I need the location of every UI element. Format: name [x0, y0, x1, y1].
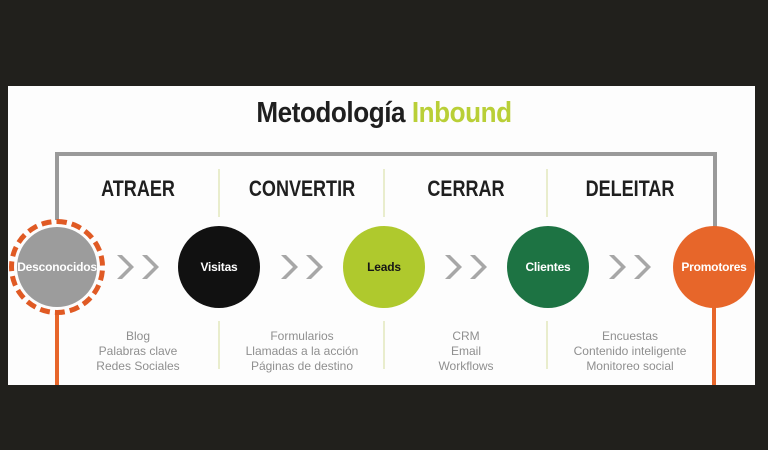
chevron-group-3 — [444, 254, 488, 280]
list-item: Contenido inteligente — [573, 344, 687, 358]
stage-divider — [218, 321, 220, 369]
stage-divider — [383, 321, 385, 369]
chevron-right-icon — [142, 255, 159, 279]
chevron-right-icon — [634, 255, 651, 279]
chevron-group-2 — [280, 254, 324, 280]
page-title: Metodología Inbound — [38, 97, 729, 130]
stage-items-atraer: Blog Palabras clave Redes Sociales — [43, 329, 233, 374]
chevron-right-icon — [306, 255, 323, 279]
node-leads: Leads — [343, 226, 425, 308]
chevron-group-4 — [608, 254, 652, 280]
funnel-line-left — [55, 313, 59, 385]
list-item: Blog — [125, 329, 151, 343]
stage-items-convertir: Formularios Llamadas a la acción Páginas… — [207, 329, 397, 374]
title-main: Metodología — [256, 97, 406, 129]
node-desconocidos: Desconocidos — [17, 227, 97, 307]
stage-divider — [218, 169, 220, 217]
node-promotores: Promotores — [673, 226, 755, 308]
chevron-right-icon — [445, 255, 462, 279]
stage-label-atraer: ATRAER — [101, 176, 175, 201]
bracket-top-line — [55, 152, 717, 156]
list-item: Páginas de destino — [250, 359, 354, 373]
list-item: Redes Sociales — [96, 359, 180, 373]
node-clientes: Clientes — [507, 226, 589, 308]
node-label: Visitas — [200, 260, 238, 274]
node-label: Promotores — [681, 260, 747, 274]
list-item: Workflows — [438, 359, 494, 373]
chevron-group-1 — [116, 254, 160, 280]
list-item: Llamadas a la acción — [245, 344, 359, 358]
stage-items-deleitar: Encuestas Contenido inteligente Monitore… — [535, 329, 725, 374]
list-item: Monitoreo social — [586, 359, 674, 373]
stage-divider — [546, 321, 548, 369]
node-label: Desconocidos — [17, 260, 97, 274]
list-item: Email — [450, 344, 481, 358]
chevron-right-icon — [609, 255, 626, 279]
title-accent: Inbound — [411, 97, 512, 129]
stage-label-deleitar: DELEITAR — [585, 176, 675, 201]
list-item: Formularios — [270, 329, 334, 343]
chevron-right-icon — [117, 255, 134, 279]
stage-label-convertir: CONVERTIR — [248, 176, 356, 201]
bracket-right-line — [713, 152, 717, 230]
bracket-left-line — [55, 152, 59, 220]
chevron-right-icon — [470, 255, 487, 279]
stage-divider — [546, 169, 548, 217]
list-item: CRM — [452, 329, 480, 343]
desconocidos-dashed-ring — [9, 219, 105, 315]
stage-divider — [383, 169, 385, 217]
funnel-line-right — [712, 306, 716, 385]
stage-items-cerrar: CRM Email Workflows — [371, 329, 561, 374]
list-item: Encuestas — [601, 329, 659, 343]
chevron-right-icon — [281, 255, 298, 279]
list-item: Palabras clave — [98, 344, 178, 358]
node-label: Clientes — [525, 260, 571, 274]
stage-label-cerrar: CERRAR — [427, 176, 505, 201]
node-label: Leads — [367, 260, 401, 274]
node-visitas: Visitas — [178, 226, 260, 308]
